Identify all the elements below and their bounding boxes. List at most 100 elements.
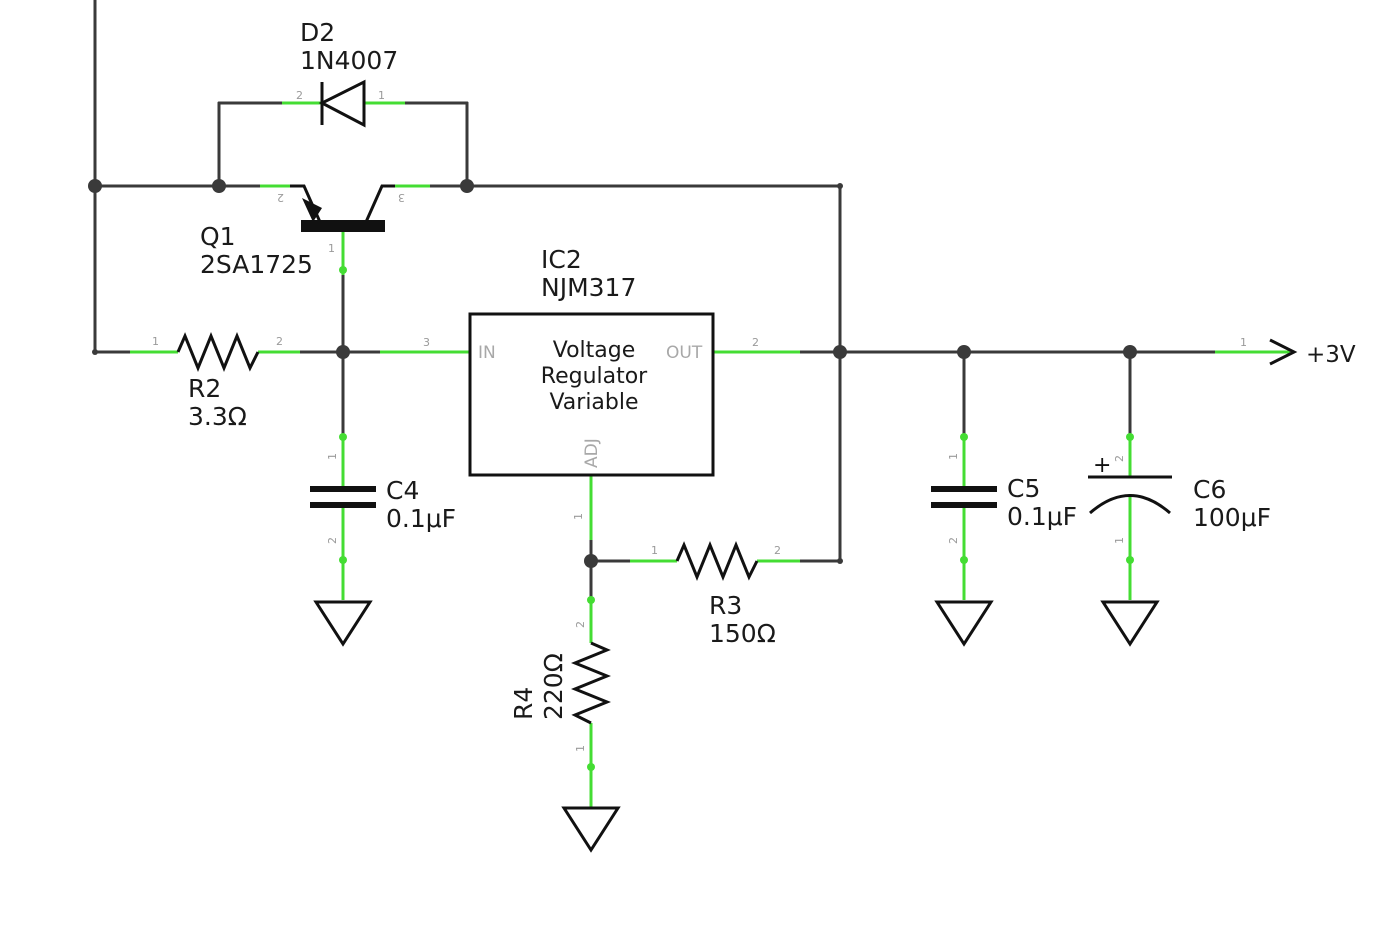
- r3-zigzag: [675, 541, 759, 581]
- pin-marker: [339, 556, 347, 564]
- r4-value: 220Ω: [539, 653, 568, 720]
- q1-base-bar: [301, 220, 385, 232]
- junction: [957, 345, 971, 359]
- junction: [88, 179, 102, 193]
- capacitor-c4[interactable]: 1 2 C4 0.1μF: [310, 435, 456, 600]
- ic2-body-line-1: Voltage: [553, 338, 636, 363]
- r3-value: 150Ω: [709, 619, 776, 648]
- ground-icon: [561, 806, 621, 853]
- d2-ref: D2: [300, 18, 335, 47]
- c5-ref: C5: [1007, 474, 1040, 503]
- r2-pin-2-num: 2: [276, 335, 283, 348]
- d2-pin-1-num: 1: [378, 89, 385, 102]
- capacitor-c5[interactable]: 1 2 C5 0.1μF: [931, 435, 1077, 600]
- c6-pin-1-num: 1: [1113, 537, 1126, 544]
- c6-ref: C6: [1193, 475, 1226, 504]
- c4-ref: C4: [386, 476, 419, 505]
- wires: [93, 0, 1217, 602]
- diode-d2[interactable]: 2 1 D2 1N4007: [282, 18, 405, 128]
- resistor-r2[interactable]: 1 2 R2 3.3Ω: [130, 332, 300, 431]
- c4-pin-2-num: 2: [326, 537, 339, 544]
- ic2-ref: IC2: [541, 245, 582, 274]
- output-pin-num: 1: [1240, 336, 1247, 349]
- ground-icon: [1100, 600, 1160, 647]
- pin-markers: [339, 266, 1134, 771]
- q1-pin-1-num: 1: [328, 242, 335, 255]
- ground-icon: [934, 600, 994, 647]
- r3-pin-1-num: 1: [651, 544, 658, 557]
- ground-icon: [313, 600, 373, 647]
- c6-pin-2-num: 2: [1113, 455, 1126, 462]
- net-label-output[interactable]: 1 +3V: [1215, 336, 1356, 368]
- c5-pin-2-num: 2: [947, 537, 960, 544]
- c5-pin-1-num: 1: [947, 453, 960, 460]
- q1-emitter-arrow: [302, 198, 322, 222]
- c4-plate-top: [310, 486, 376, 492]
- c4-pin-1-num: 1: [326, 453, 339, 460]
- transistor-q1[interactable]: 2 3 1 Q1 2SA1725: [200, 184, 430, 279]
- c5-plate-top: [931, 486, 997, 492]
- wire-end: [837, 183, 843, 189]
- d2-triangle: [318, 79, 366, 128]
- junction: [833, 345, 847, 359]
- c6-plate-curved: [1089, 494, 1171, 515]
- pin-marker: [960, 556, 968, 564]
- junction: [212, 179, 226, 193]
- junction: [460, 179, 474, 193]
- ic2-body-line-3: Variable: [549, 390, 638, 415]
- r4-ref: R4: [509, 687, 538, 720]
- r4-zigzag: [571, 641, 611, 725]
- output-net-label: +3V: [1306, 342, 1356, 368]
- d2-value: 1N4007: [300, 46, 398, 75]
- c6-polarity-plus: +: [1093, 453, 1111, 478]
- ic2-in-num: 3: [423, 336, 430, 349]
- r2-value: 3.3Ω: [188, 402, 247, 431]
- q1-pin-2-num: 2: [277, 191, 284, 204]
- r4-pin-1-num: 1: [574, 745, 587, 752]
- ic2-out-num: 2: [752, 336, 759, 349]
- ground-symbols: [313, 600, 1160, 853]
- r2-ref: R2: [188, 374, 221, 403]
- pin-marker: [1126, 433, 1134, 441]
- capacitor-c6[interactable]: + 2 1 C6 100μF: [1088, 435, 1271, 600]
- resistor-r4[interactable]: 2 1 R4 220Ω: [509, 600, 611, 808]
- ic2-adj-label: ADJ: [582, 438, 602, 468]
- output-arrow-icon: [1269, 338, 1298, 366]
- ic2-value: NJM317: [541, 273, 636, 302]
- junction: [1123, 345, 1137, 359]
- c4-value: 0.1μF: [386, 504, 456, 533]
- c5-plate-bottom: [931, 502, 997, 508]
- ic2-adj-num: 1: [572, 513, 585, 520]
- r2-zigzag: [176, 332, 260, 372]
- c5-value: 0.1μF: [1007, 502, 1077, 531]
- q1-collector: [364, 184, 395, 223]
- q1-ref: Q1: [200, 222, 236, 251]
- regulator-ic2[interactable]: IN OUT ADJ 3 2 1 Voltage Regulator Varia…: [380, 245, 800, 540]
- ic2-body-line-2: Regulator: [541, 364, 648, 389]
- pin-marker: [587, 763, 595, 771]
- pin-marker: [1126, 556, 1134, 564]
- ic2-out-label: OUT: [666, 343, 703, 363]
- r4-pin-2-num: 2: [574, 621, 587, 628]
- pin-marker: [339, 266, 347, 274]
- wire-end: [837, 558, 843, 564]
- pin-marker: [587, 596, 595, 604]
- c6-value: 100μF: [1193, 503, 1271, 532]
- r3-ref: R3: [709, 591, 742, 620]
- d2-pin-2-num: 2: [296, 89, 303, 102]
- pin-marker: [960, 433, 968, 441]
- junction: [336, 345, 350, 359]
- junction: [584, 554, 598, 568]
- r3-pin-2-num: 2: [774, 544, 781, 557]
- r2-pin-1-num: 1: [152, 335, 159, 348]
- junctions: [88, 179, 1137, 568]
- wire-end: [92, 349, 98, 355]
- q1-value: 2SA1725: [200, 250, 313, 279]
- c4-plate-bottom: [310, 502, 376, 508]
- ic2-body: [468, 312, 715, 477]
- ic2-in-label: IN: [478, 343, 496, 363]
- resistor-r3[interactable]: 1 2 R3 150Ω: [630, 541, 800, 648]
- pin-marker: [339, 433, 347, 441]
